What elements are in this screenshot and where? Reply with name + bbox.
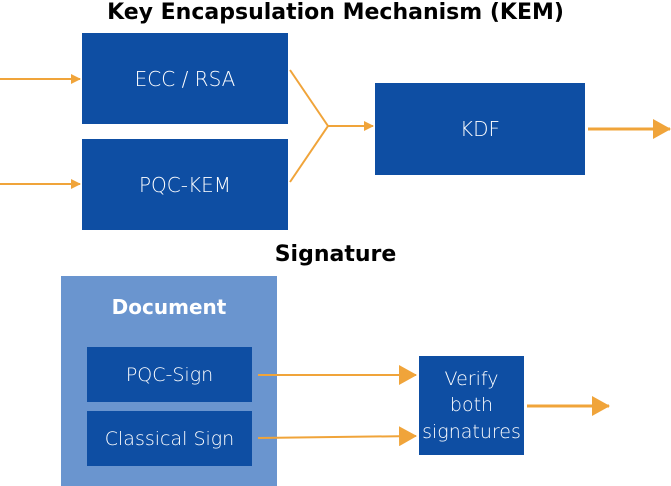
verify-label: Verify both signatures — [422, 367, 521, 443]
classical-sign-arrow — [257, 426, 417, 447]
signature-title: Signature — [274, 242, 397, 267]
ecc-rsa-box: ECC / RSA — [82, 33, 288, 124]
pqc-kem-label: PQC-KEM — [139, 172, 231, 197]
document-label: Document — [111, 295, 227, 319]
pqc-kem-box: PQC-KEM — [82, 139, 288, 230]
ecc-rsa-label: ECC / RSA — [134, 66, 236, 91]
classical-sign-label: Classical Sign — [104, 427, 235, 450]
kdf-label: KDF — [459, 117, 501, 141]
merge-line-pqc — [289, 125, 329, 183]
merge-line-ecc — [289, 69, 329, 127]
pqc-sign-box: PQC-Sign — [87, 347, 252, 402]
kdf-box: KDF — [375, 83, 585, 175]
verify-box: Verify both signatures — [419, 356, 524, 455]
pqc-sign-label: PQC-Sign — [125, 363, 214, 386]
kem-title: Key Encapsulation Mechanism (KEM) — [107, 0, 564, 25]
classical-sign-box: Classical Sign — [87, 411, 252, 466]
